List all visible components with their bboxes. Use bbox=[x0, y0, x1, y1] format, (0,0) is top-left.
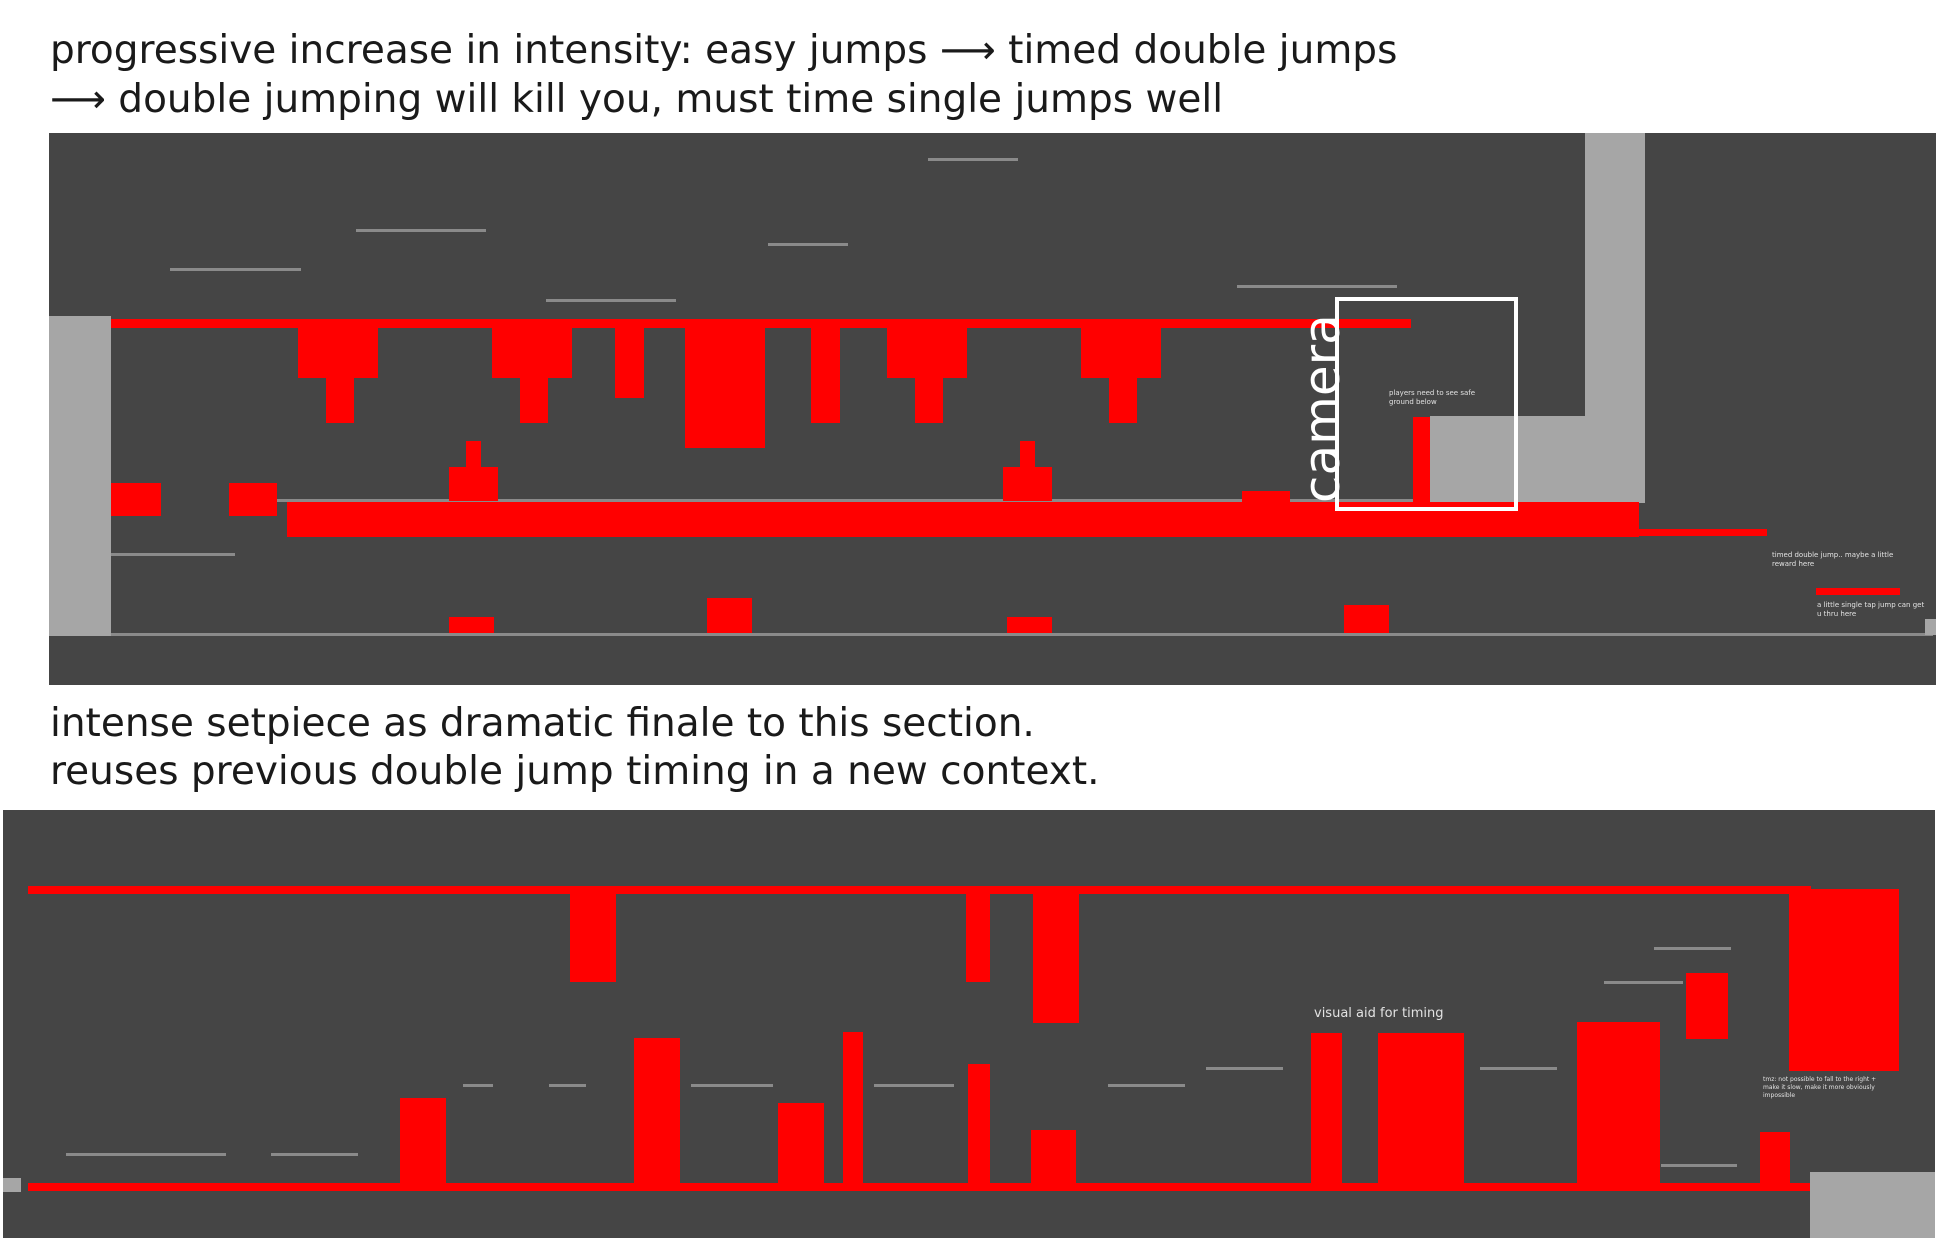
hazard-block bbox=[1033, 894, 1079, 1023]
platform-line bbox=[1604, 981, 1683, 984]
floor-start-block bbox=[3, 1178, 21, 1192]
hazard-block bbox=[634, 1038, 680, 1183]
level-sketch-bottom: visual aid for timing tmz: not possible … bbox=[3, 810, 1935, 1238]
hazard-block bbox=[1242, 491, 1290, 502]
hazard-floor bbox=[28, 1183, 1811, 1191]
hazard-ledge bbox=[1816, 588, 1900, 595]
hazard-block bbox=[1031, 1130, 1076, 1183]
note-timed-double-jump: timed double jump.. maybe a little rewar… bbox=[1772, 551, 1894, 568]
platform-line bbox=[111, 553, 235, 556]
hazard-block bbox=[326, 378, 354, 423]
platform-line bbox=[1237, 285, 1397, 288]
panel-bottom-strip bbox=[49, 636, 1936, 685]
caption-line-2: ⟶ double jumping will kill you, must tim… bbox=[50, 77, 1224, 122]
hazard-block bbox=[492, 328, 572, 378]
exit-block bbox=[1810, 1172, 1935, 1238]
hazard-floor-block bbox=[449, 617, 494, 633]
platform-line bbox=[549, 1084, 586, 1087]
hazard-block bbox=[887, 328, 967, 378]
hazard-block bbox=[843, 1032, 863, 1183]
hazard-spike bbox=[466, 441, 481, 467]
hazard-block bbox=[1109, 378, 1137, 423]
hazard-floor-block bbox=[1344, 605, 1389, 633]
hazard-block bbox=[570, 894, 616, 982]
hazard-block bbox=[1311, 1033, 1342, 1183]
hazard-block bbox=[966, 894, 990, 982]
platform-line bbox=[691, 1084, 773, 1087]
hazard-block bbox=[811, 328, 840, 423]
floor-line bbox=[111, 633, 1933, 636]
hazard-block bbox=[685, 328, 765, 448]
platform-line bbox=[170, 268, 301, 271]
note-impossible: tmz: not possible to fall to the right +… bbox=[1763, 1076, 1877, 1099]
hazard-block bbox=[1577, 1022, 1660, 1183]
hazard-block bbox=[1378, 1033, 1464, 1183]
platform-line bbox=[463, 1084, 493, 1087]
hazard-spike bbox=[1003, 467, 1052, 501]
hazard-block bbox=[1081, 328, 1161, 378]
platform-line bbox=[768, 243, 848, 246]
hazard-wall-edge bbox=[1413, 417, 1430, 503]
hazard-block bbox=[229, 483, 277, 516]
level-sketch-top: camera players need to see safe ground b… bbox=[49, 133, 1936, 685]
hazard-block bbox=[778, 1103, 824, 1183]
left-wall bbox=[49, 316, 111, 636]
note-visual-aid: visual aid for timing bbox=[1314, 1006, 1444, 1021]
platform-line bbox=[271, 1153, 358, 1156]
platform-line bbox=[1654, 947, 1731, 950]
hazard-block bbox=[111, 483, 161, 516]
platform-line bbox=[66, 1153, 226, 1156]
hazard-ceiling bbox=[28, 886, 1811, 894]
hazard-block bbox=[298, 328, 378, 378]
note-single-tap-jump: a little single tap jump can get u thru … bbox=[1817, 601, 1925, 618]
platform-line bbox=[1661, 1164, 1737, 1167]
floor-end-block bbox=[1925, 619, 1936, 635]
hazard-floor-end bbox=[1639, 529, 1767, 536]
caption-line-1: progressive increase in intensity: easy … bbox=[50, 28, 1398, 73]
platform-line bbox=[1108, 1084, 1185, 1087]
hazard-spike bbox=[1020, 441, 1035, 467]
platform-line bbox=[928, 158, 1018, 161]
hazard-floor-block bbox=[1007, 617, 1052, 633]
hazard-block bbox=[1686, 973, 1728, 1039]
hazard-block bbox=[400, 1098, 446, 1183]
platform-line bbox=[356, 229, 486, 232]
hazard-spike bbox=[449, 467, 498, 501]
platform-line bbox=[1480, 1067, 1557, 1070]
platform-line bbox=[1206, 1067, 1283, 1070]
platform-line bbox=[546, 299, 676, 302]
hazard-block bbox=[968, 1064, 990, 1183]
hazard-block bbox=[615, 328, 644, 398]
hazard-block bbox=[520, 378, 548, 423]
note-safe-ground: players need to see safe ground below bbox=[1389, 389, 1476, 406]
hazard-block bbox=[915, 378, 943, 423]
caption-line-3: intense setpiece as dramatic finale to t… bbox=[50, 701, 1035, 746]
platform-line bbox=[277, 499, 1417, 502]
hazard-floor-block bbox=[707, 598, 752, 633]
camera-label: camera bbox=[1293, 314, 1351, 503]
platform-line bbox=[874, 1084, 954, 1087]
right-wall-ledge bbox=[1430, 416, 1645, 503]
camera-frame bbox=[1335, 297, 1518, 511]
caption-line-4: reuses previous double jump timing in a … bbox=[50, 749, 1100, 794]
hazard-block bbox=[1789, 889, 1899, 1071]
hazard-block bbox=[1760, 1132, 1790, 1183]
hazard-ceiling bbox=[111, 319, 1411, 328]
